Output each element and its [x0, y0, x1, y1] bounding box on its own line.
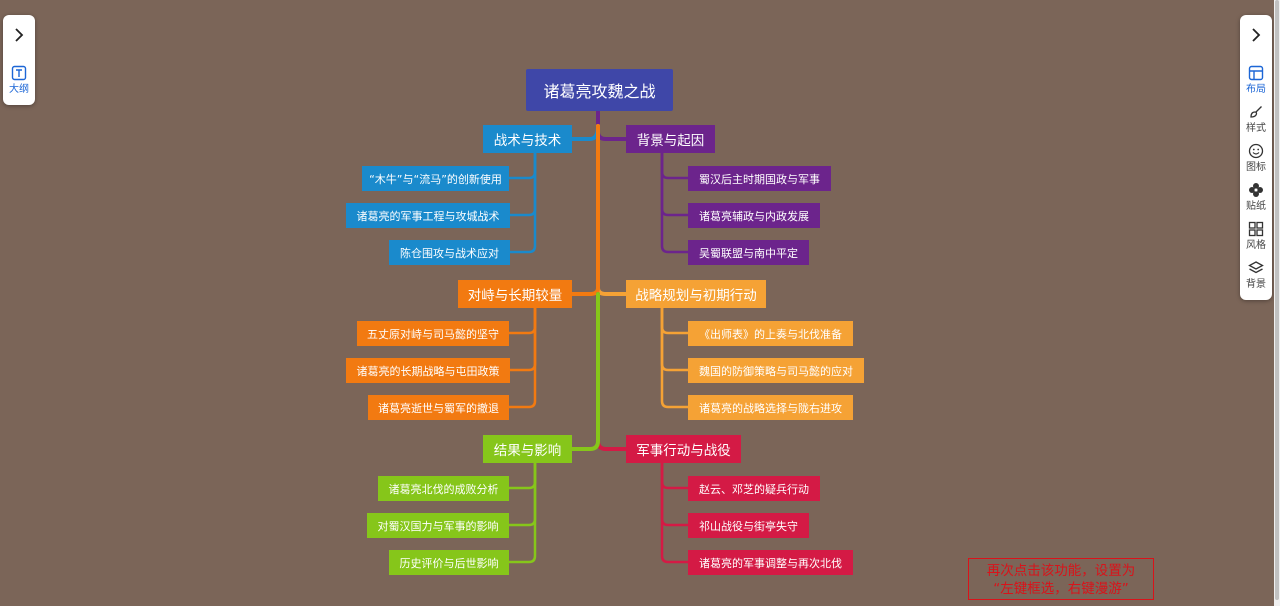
connector-line	[507, 151, 537, 180]
layout-icon	[1248, 65, 1264, 81]
connector-line	[660, 461, 690, 490]
expand-left-button[interactable]	[3, 20, 35, 50]
sticker-label: 贴纸	[1246, 201, 1266, 212]
sticker-tool[interactable]: 贴纸	[1240, 182, 1272, 218]
connector-line	[660, 306, 690, 409]
connector-line	[660, 151, 690, 217]
connector-line	[570, 292, 600, 451]
connector-line	[660, 151, 690, 254]
style-label: 样式	[1246, 123, 1266, 134]
theme-label: 风格	[1246, 240, 1266, 251]
expand-right-button[interactable]	[1240, 20, 1272, 50]
theme-tool[interactable]: 风格	[1240, 221, 1272, 257]
leaf-wei-defense[interactable]: 魏国的防御策略与司马懿的应对	[688, 358, 864, 383]
leaf-wooden-ox[interactable]: “木牛”与“流马”的创新使用	[362, 166, 509, 191]
layout-tool[interactable]: 布局	[1240, 65, 1272, 101]
leaf-siege-engineering[interactable]: 诸葛亮的军事工程与攻城战术	[346, 203, 510, 228]
leaf-historical-eval[interactable]: 历史评价与后世影响	[389, 550, 509, 575]
connector-line	[660, 461, 690, 564]
background-tool[interactable]: 背景	[1240, 260, 1272, 296]
branch-strategy[interactable]: 战略规划与初期行动	[626, 280, 766, 308]
branch-standoff[interactable]: 对峙与长期较量	[458, 280, 572, 308]
connector-line	[570, 124, 600, 141]
leaf-death-retreat[interactable]: 诸葛亮逝世与蜀军的撤退	[368, 395, 509, 420]
leaf-qishan-jieting[interactable]: 祁山战役与街亭失守	[688, 513, 809, 538]
hint-line-2: “左键框选，右键漫游”	[993, 581, 1129, 597]
hint-box: 再次点击该功能，设置为 “左键框选，右键漫游”	[968, 558, 1154, 600]
chevron-right-icon	[1252, 28, 1261, 42]
branch-tactics[interactable]: 战术与技术	[483, 125, 572, 153]
leaf-tuntian-policy[interactable]: 诸葛亮的长期战略与屯田政策	[346, 358, 510, 383]
hint-line-1: 再次点击该功能，设置为	[986, 563, 1136, 579]
chevron-right-icon	[15, 28, 24, 42]
scrollbar-thumb[interactable]	[1275, 0, 1279, 600]
connector-line	[508, 151, 537, 254]
connector-line	[660, 306, 690, 372]
connector-line	[660, 306, 690, 335]
connector-line	[596, 292, 628, 451]
connector-line	[596, 109, 628, 141]
connector-line	[570, 124, 600, 296]
leaf-national-impact[interactable]: 对蜀汉国力与军事的影响	[367, 513, 509, 538]
leaf-success-analysis[interactable]: 诸葛亮北伐的成败分析	[378, 476, 509, 501]
leaf-longyou-attack[interactable]: 诸葛亮的战略选择与陇右进攻	[688, 395, 853, 420]
connector-line	[507, 461, 537, 490]
leaf-wu-shu-alliance[interactable]: 吴蜀联盟与南中平定	[688, 240, 809, 265]
outline-icon	[11, 65, 27, 81]
connector-line	[507, 306, 537, 409]
outline-label: 大纲	[9, 84, 29, 95]
connector-line	[508, 306, 537, 372]
emoji-label: 图标	[1246, 162, 1266, 173]
branch-results[interactable]: 结果与影响	[483, 435, 572, 463]
leaf-regency-domestic[interactable]: 诸葛亮辅政与内政发展	[688, 203, 820, 228]
sticker-icon	[1249, 183, 1263, 197]
leaf-wuzhangyuan[interactable]: 五丈原对峙与司马懿的坚守	[357, 321, 509, 346]
connector-line	[508, 151, 537, 217]
connector-line	[660, 151, 690, 180]
leaf-adjust-campaign[interactable]: 诸葛亮的军事调整与再次北伐	[688, 550, 853, 575]
root-topic[interactable]: 诸葛亮攻魏之战	[526, 69, 673, 111]
connector-line	[660, 461, 690, 527]
connector-line	[507, 306, 537, 335]
leaf-shu-politics[interactable]: 蜀汉后主时期国政与军事	[688, 166, 831, 191]
left-panel: 大纲	[3, 15, 35, 105]
background-icon	[1248, 261, 1264, 274]
background-label: 背景	[1246, 279, 1266, 290]
leaf-decoy-action[interactable]: 赵云、邓芝的疑兵行动	[688, 476, 820, 501]
emoji-tool[interactable]: 图标	[1240, 143, 1272, 179]
style-icon	[1250, 106, 1262, 118]
branch-background[interactable]: 背景与起因	[626, 125, 715, 153]
branch-military-ops[interactable]: 军事行动与战役	[626, 435, 741, 463]
layout-label: 布局	[1246, 84, 1266, 95]
connector-line	[507, 461, 537, 527]
connector-line	[596, 124, 628, 296]
theme-icon	[1248, 221, 1264, 237]
leaf-memorial-northern[interactable]: 《出师表》的上奏与北伐准备	[688, 321, 853, 346]
emoji-icon	[1248, 143, 1264, 159]
right-panel: 布局 样式 图标 贴纸 风格	[1240, 15, 1272, 300]
connector-line	[507, 461, 537, 564]
style-tool[interactable]: 样式	[1240, 104, 1272, 140]
outline-tool[interactable]: 大纲	[3, 65, 35, 101]
leaf-chencang-siege[interactable]: 陈仓围攻与战术应对	[389, 240, 510, 265]
